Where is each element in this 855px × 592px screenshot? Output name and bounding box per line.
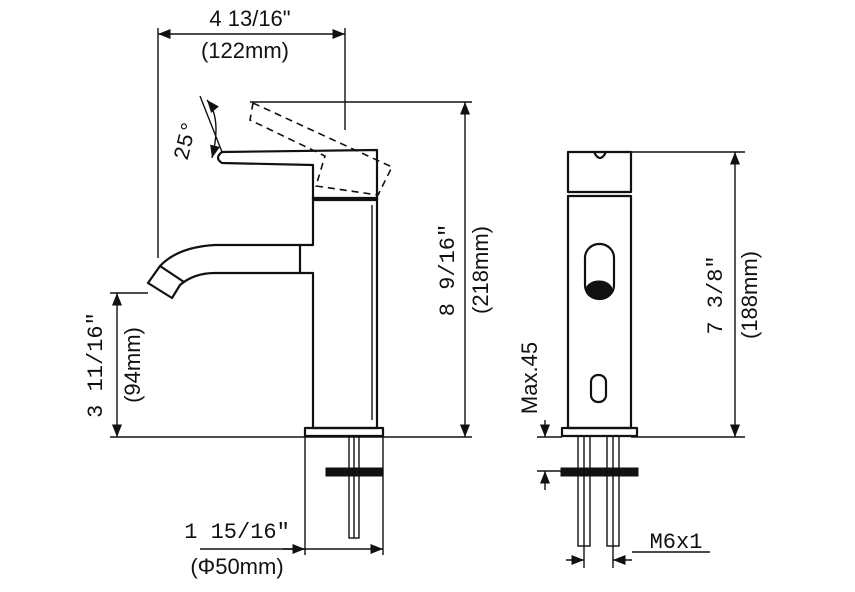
front-view: 4 13/16" (122mm) 25° 8 9/16" (218mm) 3 1… — [84, 6, 493, 579]
spout — [146, 243, 302, 300]
handle-closed — [216, 148, 379, 202]
side-small-slot — [589, 373, 608, 404]
side-view: 7 3/8" (188mm) Max.45 M6x1 — [517, 150, 762, 568]
handle-open-dashed — [249, 101, 394, 196]
base-diameter-in-label: 1 15/16" — [184, 520, 290, 545]
total-height-in-label: 8 9/16" — [436, 224, 461, 316]
handle-angle-arc — [206, 99, 220, 159]
body-height-mm-label: (188mm) — [737, 251, 762, 339]
side-mounting-plate — [560, 467, 639, 477]
base-diameter-mm-label: (Φ50mm) — [190, 554, 283, 579]
spout-height-in-label: 3 11/16" — [84, 312, 109, 418]
spout-height-mm-label: (94mm) — [120, 327, 145, 403]
body-height-in-label: 7 3/8" — [704, 255, 729, 334]
aerator-opening — [585, 280, 613, 300]
max-deck-label: Max.45 — [517, 342, 542, 414]
overall-width-mm-label: (122mm) — [201, 38, 289, 63]
total-height-mm-label: (218mm) — [468, 226, 493, 314]
base-ring — [303, 426, 385, 438]
spout-tip-line — [158, 264, 186, 284]
overall-width-in-label: 4 13/16" — [209, 6, 290, 31]
faucet-body — [298, 196, 379, 430]
side-body — [566, 194, 633, 430]
side-base-ring — [560, 426, 639, 438]
side-handle-notch — [592, 150, 608, 160]
handle-angle-label: 25° — [170, 118, 204, 162]
thread-label: M6x1 — [650, 530, 703, 555]
